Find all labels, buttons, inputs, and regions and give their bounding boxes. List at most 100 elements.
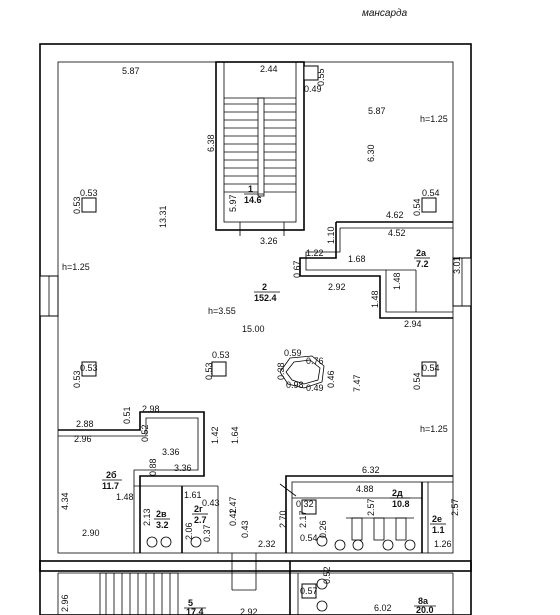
svg-text:20.0: 20.0 [416,605,434,615]
room-5: 5 17.4 [184,598,206,615]
room-2a: 2а 7.2 [414,248,430,269]
svg-text:1.10: 1.10 [326,226,336,244]
svg-text:2.32: 2.32 [258,539,276,549]
dimension-labels-vertical: 0.55 6.38 6.30 5.97 13.31 0.53 0.54 1.10… [60,68,462,612]
svg-text:6.02: 6.02 [374,603,392,613]
svg-text:2.96: 2.96 [60,594,70,612]
svg-text:2а: 2а [416,248,427,258]
svg-text:1.26: 1.26 [434,539,452,549]
svg-text:0.52: 0.52 [140,424,150,442]
room-labels: 1 14.6 2 152.4 2а 7.2 2б 11.7 2в 3.2 2г … [102,184,446,615]
svg-text:0.57: 0.57 [300,586,318,596]
svg-text:2.17: 2.17 [298,510,308,528]
svg-text:13.31: 13.31 [158,205,168,228]
windows [39,257,472,317]
svg-text:2.98: 2.98 [142,404,160,414]
svg-text:3.01: 3.01 [452,256,462,274]
svg-text:1.48: 1.48 [116,492,134,502]
svg-text:0.54: 0.54 [300,533,318,543]
svg-text:7.47: 7.47 [352,374,362,392]
svg-text:2.96: 2.96 [74,434,92,444]
skylight-octagon [279,355,325,389]
svg-text:2.94: 2.94 [404,319,422,329]
svg-text:3.2: 3.2 [156,520,169,530]
svg-text:2б: 2б [106,470,117,480]
svg-text:4.88: 4.88 [356,484,374,494]
staircase-bottom [99,572,179,615]
svg-text:h=1.25: h=1.25 [420,114,448,124]
staircase-top [215,61,305,236]
svg-text:h=3.55: h=3.55 [208,306,236,316]
svg-text:152.4: 152.4 [254,293,277,303]
svg-text:2.70: 2.70 [278,510,288,528]
svg-text:0.54: 0.54 [412,198,422,216]
svg-text:0.42: 0.42 [228,508,238,526]
svg-text:h=1.25: h=1.25 [62,262,90,272]
columns [81,65,437,599]
svg-text:0.37: 0.37 [202,524,212,542]
svg-text:5.87: 5.87 [368,106,386,116]
svg-text:0.49: 0.49 [306,383,324,393]
room-2e: 2е 1.1 [430,514,446,535]
svg-text:17.4: 17.4 [186,607,204,615]
svg-text:2.92: 2.92 [328,282,346,292]
svg-text:0.26: 0.26 [318,520,328,538]
svg-text:0.52: 0.52 [322,566,332,584]
svg-text:0.54: 0.54 [412,372,422,390]
dimension-labels: 5.87 2.44 0.49 5.87 0.53 0.54 4.62 4.52 … [74,64,452,615]
svg-text:7.2: 7.2 [416,259,429,269]
sanitary-fixtures [146,517,416,612]
svg-text:0.53: 0.53 [72,196,82,214]
svg-text:3.36: 3.36 [174,463,192,473]
svg-text:0.51: 0.51 [122,406,132,424]
svg-text:2.57: 2.57 [450,498,460,516]
svg-text:0.67: 0.67 [292,260,302,278]
svg-text:2.13: 2.13 [142,508,152,526]
room-8a: 8а 20.0 [414,596,436,615]
svg-text:8а: 8а [418,596,429,606]
svg-text:0.53: 0.53 [80,188,98,198]
svg-text:0.98: 0.98 [286,380,304,390]
svg-text:2е: 2е [432,514,442,524]
svg-text:4.34: 4.34 [60,492,70,510]
lower-floor-outline [39,560,472,615]
room-2: 2 152.4 [254,282,280,303]
plan-title: мансарда [362,8,408,19]
svg-text:1.47: 1.47 [228,496,238,514]
svg-text:0.46: 0.46 [326,370,336,388]
svg-text:0.49: 0.49 [304,84,322,94]
svg-text:2.90: 2.90 [82,528,100,538]
svg-text:3.36: 3.36 [162,447,180,457]
interior-walls [58,221,453,553]
svg-text:2.44: 2.44 [260,64,278,74]
height-labels: h=1.25 h=1.25 h=3.55 h=1.25 [62,114,448,434]
svg-text:0.88: 0.88 [148,458,158,476]
svg-text:2.06: 2.06 [184,522,194,540]
svg-text:6.30: 6.30 [366,144,376,162]
room-2v: 2в 3.2 [154,509,170,530]
svg-text:1.48: 1.48 [370,290,380,308]
svg-text:15.00: 15.00 [242,324,265,334]
svg-text:0.54: 0.54 [422,188,440,198]
svg-text:2в: 2в [156,509,167,519]
svg-text:0.53: 0.53 [212,350,230,360]
room-2g: 2г 2.7 [192,504,208,525]
svg-text:0.53: 0.53 [204,362,214,380]
svg-text:1.1: 1.1 [432,525,445,535]
svg-text:1.48: 1.48 [392,272,402,290]
svg-text:0.76: 0.76 [306,356,324,366]
svg-text:6.32: 6.32 [362,465,380,475]
svg-text:0.59: 0.59 [284,348,302,358]
svg-text:6.38: 6.38 [206,134,216,152]
svg-text:2.7: 2.7 [194,515,207,525]
svg-text:2д: 2д [392,488,403,498]
svg-text:1.64: 1.64 [230,426,240,444]
doors [231,483,297,591]
svg-text:2г: 2г [194,504,203,514]
svg-text:3.26: 3.26 [260,236,278,246]
svg-text:10.8: 10.8 [392,499,410,509]
svg-text:1.22: 1.22 [306,248,324,258]
svg-text:0.38: 0.38 [276,362,286,380]
svg-text:11.7: 11.7 [102,481,119,491]
